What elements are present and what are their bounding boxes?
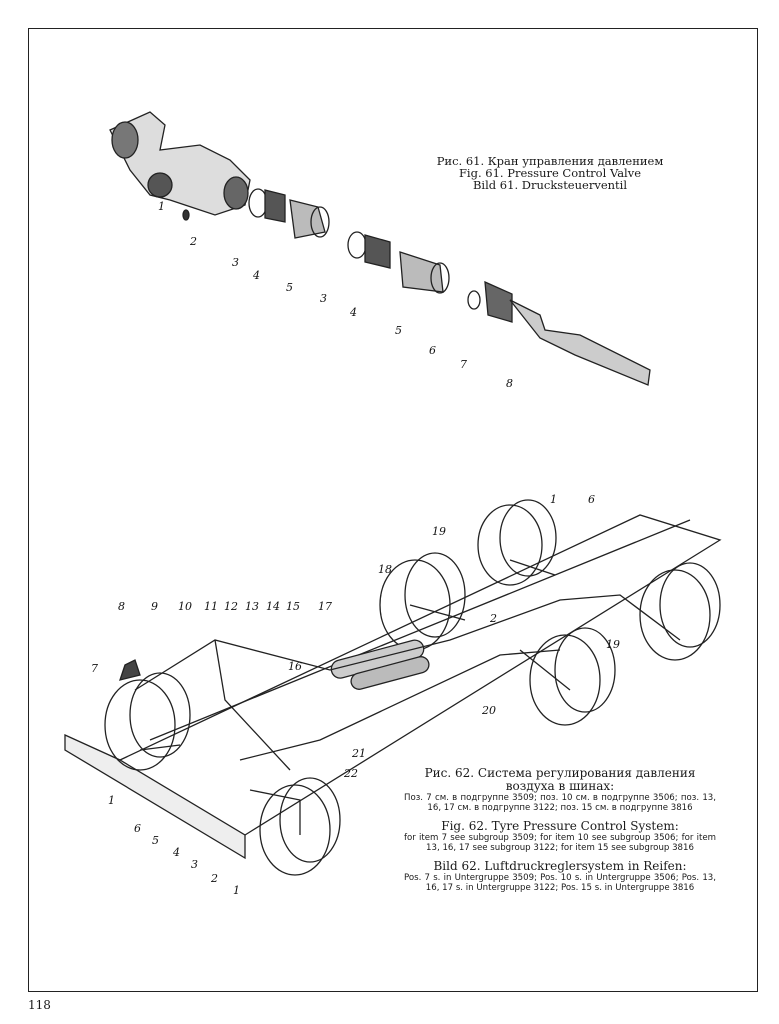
callout: 5 xyxy=(152,834,159,847)
note-de: Pos. 7 s. in Untergruppe 3509; Pos. 10 s… xyxy=(404,873,716,893)
callout: 17 xyxy=(318,600,332,613)
callout: 3 xyxy=(320,292,327,305)
callout: 1 xyxy=(158,200,165,213)
caption-de: Bild 62. Luftdruckreglersystem in Reifen… xyxy=(433,859,687,873)
note-ru: Поз. 7 см. в подгруппе 3509; поз. 10 см.… xyxy=(404,793,716,813)
callout: 18 xyxy=(378,563,392,576)
callout: 8 xyxy=(506,377,513,390)
callout: 5 xyxy=(395,324,402,337)
callout: 7 xyxy=(460,358,467,371)
callout: 1 xyxy=(108,794,115,807)
callout: 20 xyxy=(481,704,496,717)
callout: 4 xyxy=(349,306,357,319)
callout: 6 xyxy=(588,493,595,506)
callout: 22 xyxy=(343,767,358,780)
fig61-caption: Рис. 61. Кран управления давлением Fig. … xyxy=(410,155,690,191)
callout: 9 xyxy=(151,600,158,613)
callout: 2 xyxy=(189,235,197,248)
callout: 1 xyxy=(550,493,557,506)
callout: 16 xyxy=(288,660,302,673)
callout: 6 xyxy=(134,822,141,835)
caption-ru: Рис. 61. Кран управления давлением xyxy=(436,154,664,168)
caption-en: Fig. 62. Tyre Pressure Control System: xyxy=(441,819,679,833)
caption-ru: Рис. 62. Система регулирования давления … xyxy=(424,766,696,793)
pressure-control-valve-drawing xyxy=(109,111,651,386)
callout: 11 xyxy=(204,600,218,613)
fig61-callouts: 1 2 3 4 5 3 4 5 6 7 8 xyxy=(158,200,513,390)
callout: 2 xyxy=(489,612,497,625)
callout: 7 xyxy=(91,662,98,675)
note-en: for item 7 see subgroup 3509; for item 1… xyxy=(404,833,716,853)
callout: 10 xyxy=(178,600,192,613)
callout: 4 xyxy=(172,846,180,859)
page-frame xyxy=(28,28,758,992)
callout: 15 xyxy=(286,600,300,613)
callout: 3 xyxy=(191,858,198,871)
callout: 19 xyxy=(606,638,620,651)
callout: 2 xyxy=(210,872,218,885)
callout: 5 xyxy=(286,281,293,294)
page-number: 118 xyxy=(28,998,51,1012)
callout: 3 xyxy=(232,256,239,269)
callout: 13 xyxy=(245,600,259,613)
callout: 4 xyxy=(252,269,260,282)
callout: 8 xyxy=(118,600,125,613)
chassis-drawing xyxy=(64,499,722,876)
caption-en: Fig. 61. Pressure Control Valve xyxy=(458,166,642,180)
callout: 14 xyxy=(266,600,280,613)
callout: 21 xyxy=(351,747,366,760)
callout: 12 xyxy=(224,600,238,613)
callout: 19 xyxy=(432,525,446,538)
callout: 1 xyxy=(233,884,240,897)
fig62-callouts: 1 6 19 18 2 19 20 8 9 10 11 12 13 14 15 … xyxy=(91,493,620,897)
fig62-caption: Рис. 62. Система регулирования давления … xyxy=(404,767,716,900)
caption-de: Bild 61. Drucksteuerventil xyxy=(472,178,628,192)
callout: 6 xyxy=(429,344,436,357)
